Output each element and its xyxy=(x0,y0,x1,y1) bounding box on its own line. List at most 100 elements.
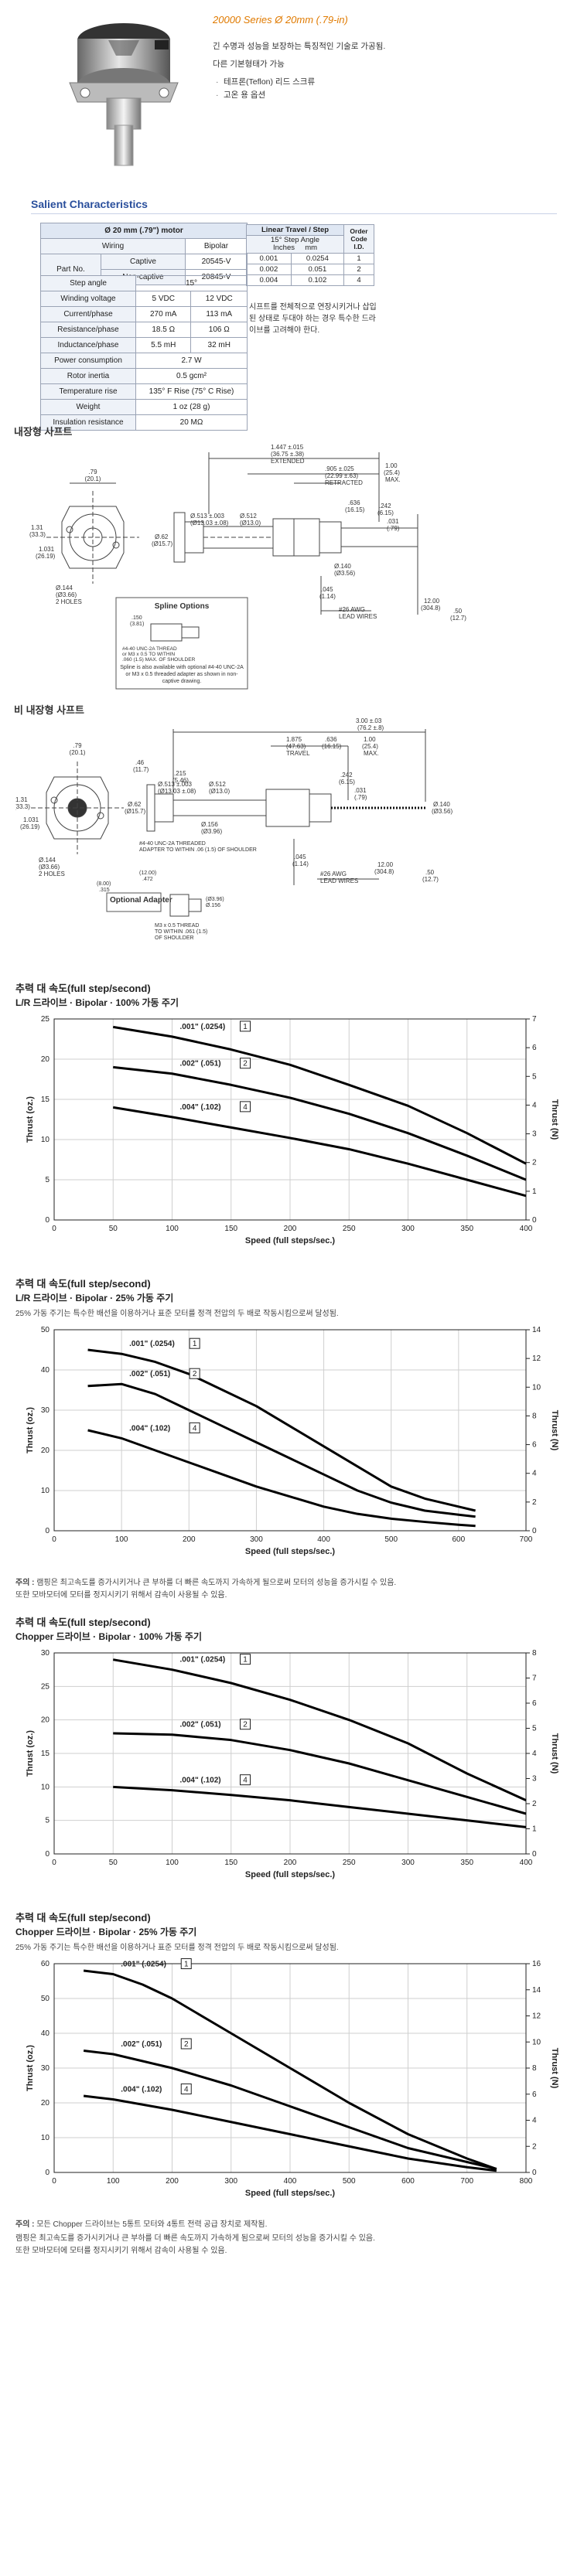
dim-label: (Ø3.96) xyxy=(201,828,222,835)
dim-label: Ø.144 xyxy=(56,584,73,591)
order-code-box xyxy=(180,1958,192,1969)
travel-inches: 0.002 xyxy=(246,264,292,275)
y2-tick-label: 1 xyxy=(532,1187,537,1196)
spec-label: Power consumption xyxy=(40,353,136,369)
spec-value: 135° F Rise (75° C Rise) xyxy=(135,383,248,400)
y2-tick-label: 7 xyxy=(532,1015,537,1024)
chart2-subtitle: L/R 드라이브 · Bipolar · 25% 가동 주기 xyxy=(15,1293,174,1303)
series-line xyxy=(113,1785,527,1828)
dim-label: Ø.513 ±.003 xyxy=(190,513,225,520)
series-line xyxy=(87,1429,476,1528)
spec-label: Winding voltage xyxy=(40,291,136,307)
footnote-label: 주의 : xyxy=(15,1579,35,1587)
dim-label: EXTENDED xyxy=(271,458,305,465)
chart4-footnote-3: 또한 모바모터에 모터를 정지시키기 위해서 감속이 사용될 수 있음. xyxy=(15,2247,227,2255)
order-code-box xyxy=(240,1021,251,1032)
spline-thread: #4-40 UNC-2A THREAD xyxy=(122,646,177,652)
chart1-subtitle: L/R 드라이브 · Bipolar · 100% 가동 주기 xyxy=(15,997,179,1008)
y2-tick-label: 14 xyxy=(532,1986,541,1995)
spec-label: Insulation resistance xyxy=(40,414,136,431)
dim-label: (Ø15.7) xyxy=(152,540,172,547)
chart2-footnote-2: 또한 모바모터에 모터를 정지시키기 위해서 감속이 사용될 수 있음. xyxy=(15,1591,227,1600)
spec-value: 18.5 Ω xyxy=(135,322,192,338)
y-axis-label: Thrust (oz.) xyxy=(26,2045,35,2091)
y2-tick-label: 2 xyxy=(532,1800,537,1808)
y2-tick-label: 6 xyxy=(532,1044,537,1052)
y2-axis-label: Thrust (N) xyxy=(550,1410,559,1451)
dim-label: .905 ±.025 xyxy=(325,465,354,472)
y-tick-label: 30 xyxy=(41,2064,50,2073)
dim-label: (304.8) xyxy=(421,605,441,612)
chart1-title: 추력 대 속도(full step/second) xyxy=(15,983,151,994)
dim-label: Ø.512 xyxy=(240,513,257,520)
dim-label: (20.1) xyxy=(85,475,101,482)
chart4-footnote-2: 램핑은 최고속도를 증가시키거나 큰 부하를 더 빠른 속도까지 가속하게 됨으… xyxy=(15,2234,375,2243)
y-tick-label: 10 xyxy=(41,1783,50,1791)
dim-label: 12.00 xyxy=(377,861,394,868)
x-tick-label: 300 xyxy=(401,1859,415,1867)
chart4-title: 추력 대 속도(full step/second) xyxy=(15,1912,151,1923)
y-tick-label: 25 xyxy=(41,1015,50,1024)
y2-tick-label: 4 xyxy=(532,1470,537,1478)
dim-label: .50 xyxy=(453,608,463,615)
dim-label: .242 xyxy=(379,503,391,509)
salient-title: Salient Characteristics xyxy=(31,198,148,210)
series-line xyxy=(83,2050,497,2170)
y-tick-label: 20 xyxy=(41,1716,50,1725)
spec-value: 270 mA xyxy=(135,306,192,322)
y-tick-label: 60 xyxy=(41,1960,50,1968)
series-label: .001" (.0254) xyxy=(129,1340,175,1348)
drawing1-title: 내장형 사프트 xyxy=(14,426,73,438)
x-tick-label: 800 xyxy=(520,2177,533,2186)
x-axis-label: Speed (full steps/sec.) xyxy=(245,2189,335,2198)
dim-label: (304.8) xyxy=(374,868,394,875)
dim-label: (36.75 ±.38) xyxy=(271,451,304,458)
y-tick-label: 25 xyxy=(41,1682,50,1691)
dim-label: 1.31 xyxy=(31,524,43,531)
order-code-box xyxy=(189,1368,200,1379)
thread-label: #4-40 UNC-2A THREADED xyxy=(139,841,206,847)
col-mm: mm xyxy=(305,244,318,252)
dim-label: (Ø3.56) xyxy=(432,808,453,815)
adapter-thread: OF SHOULDER xyxy=(155,935,194,941)
dim-label: .79 xyxy=(73,742,82,749)
travel-inches: 0.004 xyxy=(246,274,292,286)
chart4-note: 25% 가동 주기는 특수한 배선을 이용하거나 표준 모터를 정격 전압의 두… xyxy=(15,1944,339,1952)
dim-label: 1.00 xyxy=(364,736,376,743)
order-code-header: Order Code I.D. xyxy=(343,224,374,254)
dim-label: (25.4) xyxy=(362,743,378,750)
dim-label: (22.99 ±.63) xyxy=(325,472,358,479)
dim-label: (47.63) xyxy=(286,743,306,750)
spec-label: Wiring xyxy=(40,238,186,254)
dim-label: .150 xyxy=(131,615,142,621)
dim-label: (Ø13.03 ±.08) xyxy=(158,788,196,795)
dim-label: MAX. xyxy=(364,750,379,757)
dim-label: .50 xyxy=(425,869,435,876)
y-tick-label: 50 xyxy=(41,1326,50,1334)
dim-label: 12.00 xyxy=(424,598,440,605)
dim-label: Ø.512 xyxy=(209,781,226,788)
dim-label: (12.7) xyxy=(422,876,439,883)
drawing2-title: 비 내장형 사프트 xyxy=(14,704,84,716)
dim-label: 1.031 xyxy=(39,546,55,553)
chart3-title: 추력 대 속도(full step/second) xyxy=(15,1617,151,1628)
spec-label: Weight xyxy=(40,399,136,415)
x-tick-label: 100 xyxy=(115,1535,128,1544)
y2-axis-label: Thrust (N) xyxy=(550,2048,559,2089)
dim-label: Ø.156 xyxy=(206,903,220,908)
dim-label: (Ø13.0) xyxy=(209,788,230,795)
footnote-text: 램핑은 최고속도를 증가시키거나 큰 부하를 더 빠른 속도까지 가속하게 될으… xyxy=(36,1579,397,1587)
dim-label: LEAD WIRES xyxy=(339,613,377,620)
y-tick-label: 10 xyxy=(41,1136,50,1144)
series-label: .002" (.051) xyxy=(129,1370,170,1378)
dim-label: (Ø3.56) xyxy=(334,570,355,577)
y2-tick-label: 6 xyxy=(532,2090,537,2099)
dim-label: Ø.144 xyxy=(39,857,56,864)
x-tick-label: 350 xyxy=(460,1859,473,1867)
dim-label: .79 xyxy=(88,469,97,475)
y2-tick-label: 14 xyxy=(532,1326,541,1334)
order-code-box xyxy=(240,1654,251,1665)
chart4-subtitle: Chopper 드라이브 · Bipolar · 25% 가동 주기 xyxy=(15,1927,197,1937)
y2-tick-label: 7 xyxy=(532,1675,537,1683)
